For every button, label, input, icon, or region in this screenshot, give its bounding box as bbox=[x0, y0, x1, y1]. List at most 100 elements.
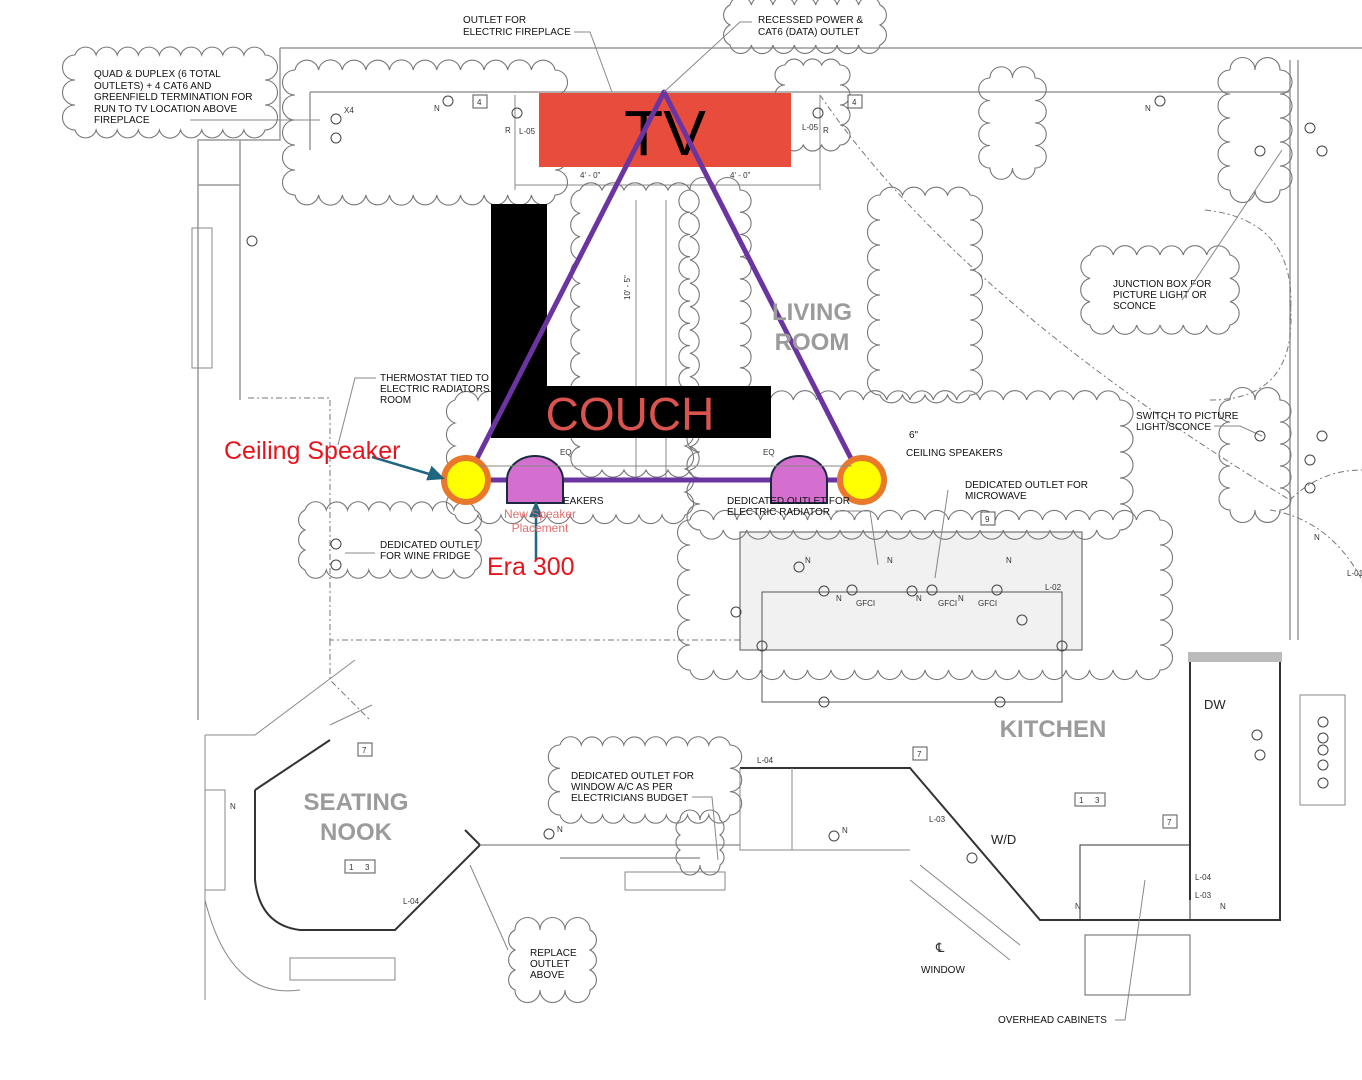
notes: OUTLET FOR ELECTRIC FIREPLACE RECESSED P… bbox=[94, 15, 1239, 1026]
plan-label: N bbox=[1145, 104, 1151, 113]
outlet-icon bbox=[1254, 749, 1266, 761]
outlet-icon bbox=[330, 559, 342, 571]
window-left bbox=[191, 227, 213, 369]
outlet-icon bbox=[1304, 482, 1316, 494]
era300-speaker-right bbox=[770, 455, 828, 504]
outlet-icon bbox=[1304, 122, 1316, 134]
plan-label: OUTLET bbox=[530, 959, 569, 970]
outlet-icon bbox=[1251, 729, 1263, 741]
plan-label: L-03 bbox=[929, 815, 946, 824]
outlet-icon bbox=[1317, 716, 1329, 728]
outlet-icon bbox=[1304, 454, 1316, 466]
listening-triangle bbox=[463, 89, 865, 483]
plan-label: ABOVE bbox=[530, 970, 565, 981]
plan-label: 7 bbox=[917, 750, 922, 759]
outlet-icon bbox=[1254, 430, 1266, 442]
new-speaker-label-1: New Speaker bbox=[504, 507, 576, 521]
plan-label: R bbox=[505, 126, 511, 135]
outlet-icon bbox=[966, 852, 978, 864]
outlet-icon bbox=[246, 235, 258, 247]
plan-label: 6" bbox=[909, 430, 919, 441]
plan-label: GFCI bbox=[978, 599, 997, 608]
plan-label: X4 bbox=[344, 106, 354, 115]
range bbox=[1079, 844, 1191, 921]
ceiling-speaker-right bbox=[837, 455, 887, 505]
outlet-icon bbox=[812, 107, 824, 119]
plan-label: 7 bbox=[362, 746, 367, 755]
era300-label: Era 300 bbox=[487, 553, 575, 581]
plan-label: ELECTRIC RADIATOR bbox=[727, 507, 830, 518]
plan-label: CEILING SPEAKERS bbox=[906, 448, 1003, 459]
outlet-icon bbox=[511, 107, 523, 119]
plan-label: WINDOW A/C AS PER bbox=[571, 782, 673, 793]
plan-label: R bbox=[823, 126, 829, 135]
outlet-icon bbox=[730, 606, 742, 618]
plan-label: 10' - 5" bbox=[623, 275, 632, 300]
plan-label: 9 bbox=[985, 515, 990, 524]
plan-label: SCONCE bbox=[1113, 301, 1156, 312]
era300-speaker-left bbox=[506, 455, 564, 504]
plan-label: FIREPLACE bbox=[94, 115, 150, 126]
outlet-icon bbox=[1317, 759, 1329, 771]
plan-label: L-04 bbox=[1195, 873, 1212, 882]
plan-label: OVERHEAD CABINETS bbox=[998, 1015, 1107, 1026]
revision-cloud bbox=[675, 809, 725, 876]
plan-label: L-02 bbox=[1045, 583, 1062, 592]
plan-label: N bbox=[958, 594, 964, 603]
outlet-icon bbox=[1317, 732, 1329, 744]
plan-label: GFCI bbox=[938, 599, 957, 608]
revision-cloud bbox=[570, 182, 700, 478]
plan-label: EQ bbox=[763, 448, 775, 457]
ceiling-speaker-label: Ceiling Speaker bbox=[224, 437, 401, 465]
plan-label: DEDICATED OUTLET FOR bbox=[571, 771, 694, 782]
plan-label: JUNCTION BOX FOR bbox=[1113, 279, 1211, 290]
outlet-icon bbox=[1016, 614, 1028, 626]
plan-label: REPLACE bbox=[530, 948, 577, 959]
plan-label: L-04 bbox=[403, 897, 420, 906]
plan-label: DEDICATED OUTLET FOR bbox=[965, 480, 1088, 491]
plan-label: L-03 bbox=[1195, 891, 1212, 900]
plan-label: N bbox=[1006, 556, 1012, 565]
plan-label: RECESSED POWER & bbox=[758, 15, 863, 26]
plan-label: 4' - 0" bbox=[580, 171, 601, 180]
outlet-icon bbox=[994, 696, 1006, 708]
revision-cloud bbox=[508, 916, 597, 1004]
revision-cloud bbox=[547, 736, 743, 824]
plan-label: N bbox=[805, 556, 811, 565]
plan-label: N bbox=[1075, 902, 1081, 911]
plan-label: OUTLET FOR bbox=[463, 15, 526, 26]
plan-label: N bbox=[842, 826, 848, 835]
plan-label: DEDICATED OUTLET bbox=[380, 540, 479, 551]
plan-label: WINDOW bbox=[921, 965, 965, 976]
room-kitchen: KITCHEN bbox=[1000, 716, 1107, 743]
room-seating-1: SEATING bbox=[304, 789, 409, 816]
room-living-1: LIVING bbox=[772, 299, 852, 326]
outlet-icon bbox=[1316, 430, 1328, 442]
plan-label: 4 bbox=[852, 98, 857, 107]
outlet-icon bbox=[906, 585, 918, 597]
plan-label: ELECTRIC FIREPLACE bbox=[463, 27, 571, 38]
revision-cloud bbox=[1218, 386, 1292, 524]
revision-cloud bbox=[678, 176, 752, 404]
plan-label: MICROWAVE bbox=[965, 491, 1027, 502]
dw-label: DW bbox=[1204, 697, 1226, 712]
plan-label: GFCI bbox=[856, 599, 875, 608]
revision-cloud bbox=[281, 59, 569, 206]
plan-label: 4 bbox=[477, 98, 482, 107]
outlet-symbols bbox=[246, 95, 1329, 864]
tv-label: TV bbox=[624, 97, 706, 169]
plan-label: 7 bbox=[1167, 818, 1172, 827]
outlet-icon bbox=[1154, 95, 1166, 107]
plan-label: LIGHT/SCONCE bbox=[1136, 422, 1211, 433]
plan-label: EQ bbox=[560, 448, 572, 457]
revision-cloud bbox=[1080, 245, 1240, 335]
plan-label: N bbox=[557, 825, 563, 834]
plan-label: L-05 bbox=[519, 127, 536, 136]
plan-label: 3 bbox=[1095, 796, 1100, 805]
revision-clouds bbox=[61, 0, 1293, 1004]
plan-label: SWITCH TO PICTURE bbox=[1136, 411, 1239, 422]
plan-label: THERMOSTAT TIED TO bbox=[380, 373, 489, 384]
revision-cloud bbox=[866, 186, 984, 404]
